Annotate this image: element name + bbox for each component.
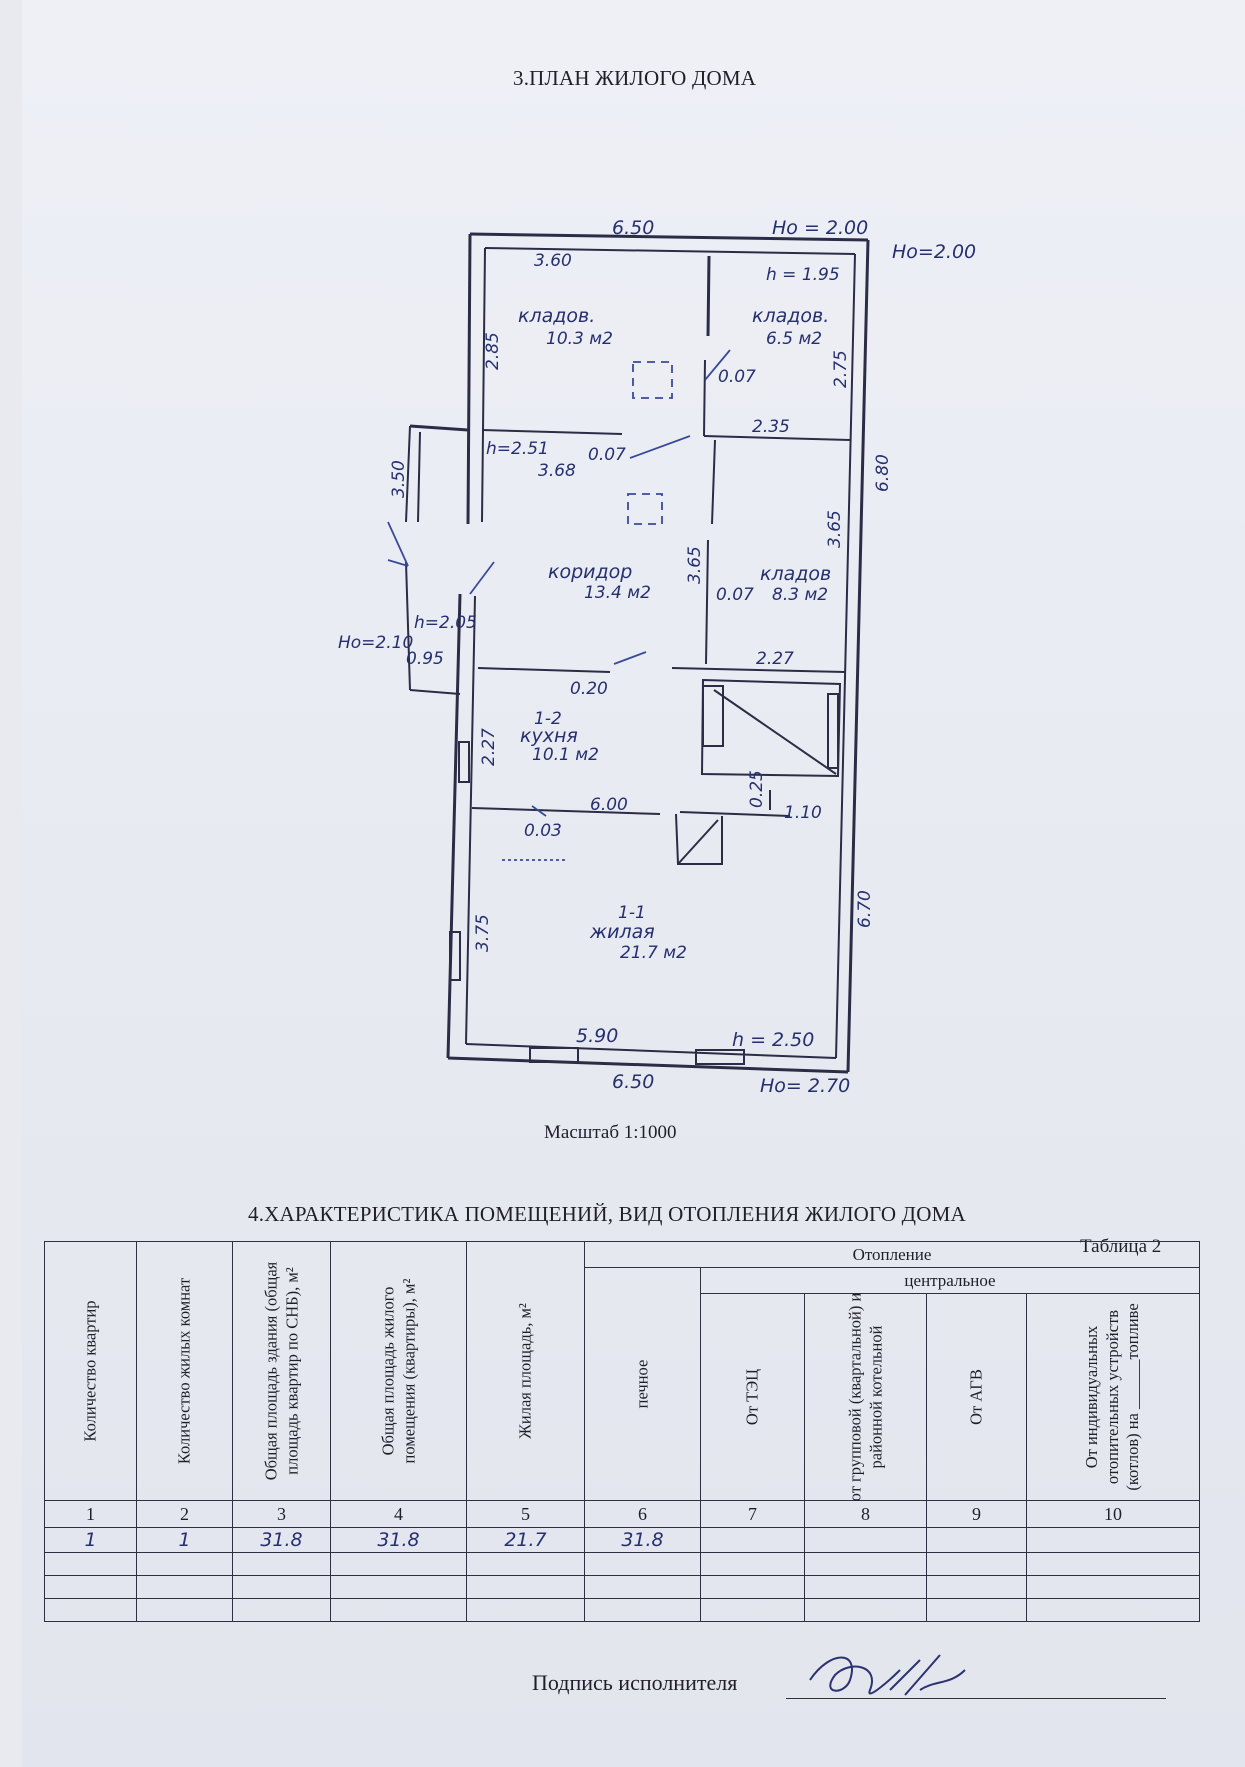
table-row <box>44 1598 1201 1622</box>
wall-thick2: 0.07 <box>588 445 626 465</box>
table-row <box>44 1552 1201 1576</box>
wall-thick5: 0.03 <box>524 821 562 841</box>
corridor-area: 13.4 м2 <box>584 583 651 603</box>
storage3-name: кладов <box>760 563 831 585</box>
col-boiler-house-header: от групповой (квартальной) и районной ко… <box>804 1293 927 1501</box>
kitchen-no: 1-2 <box>534 709 562 729</box>
wall-thick3: 0.07 <box>716 585 754 605</box>
table-row <box>44 1575 1201 1599</box>
kitchen-area: 10.1 м2 <box>532 745 599 765</box>
col-tec-header: От ТЭЦ <box>700 1293 805 1501</box>
dim-left-h1: 2.85 <box>483 332 503 370</box>
dim-right-total2: 6.70 <box>855 890 875 928</box>
signature-line <box>786 1698 1166 1699</box>
plan-dimensions: 6.50 Ho = 2.00 Ho=2.00 3.60 h = 1.95 2.8… <box>338 217 976 1097</box>
dim-368: 3.68 <box>538 461 576 481</box>
dim-room-top: 3.60 <box>534 251 572 271</box>
storage2-name: кладов. <box>752 305 829 327</box>
storage1-name: кладов. <box>518 305 595 327</box>
storage3-area: 8.3 м2 <box>772 585 828 605</box>
col-apartments-header: Количество квартир <box>44 1241 137 1501</box>
dim-right-h2: 3.65 <box>825 510 845 548</box>
ho-left: Ho=2.10 <box>338 633 413 653</box>
dim-vest-w: 0.95 <box>406 649 444 669</box>
ho-right: Ho=2.00 <box>892 241 976 263</box>
dim-227: 2.27 <box>756 649 794 669</box>
col-individual-header: От индивидуальных отопительных устройств… <box>1025 1293 1201 1501</box>
dim-kitchen-h: 2.27 <box>479 728 499 766</box>
dim-590: 5.90 <box>576 1025 618 1047</box>
h-top: h = 1.95 <box>766 265 840 285</box>
corridor-name: коридор <box>548 561 632 583</box>
signature-label: Подпись исполнителя <box>532 1670 738 1695</box>
dim-110: 1.10 <box>784 803 822 823</box>
wall-thick1: 0.07 <box>718 367 756 387</box>
plan-walls <box>405 232 870 1074</box>
col-agv-header: От АГВ <box>926 1293 1027 1501</box>
dim-235: 2.35 <box>752 417 790 437</box>
h-250: h = 2.50 <box>732 1029 814 1051</box>
table-title: 4.ХАРАКТЕРИСТИКА ПОМЕЩЕНИЙ, ВИД ОТОПЛЕНИ… <box>248 1202 966 1226</box>
characteristics-table: Количество квартир Количество жилых комн… <box>44 1241 1201 1622</box>
living-no: 1-1 <box>618 903 646 923</box>
col-living-area-header: Жилая площадь, м² <box>466 1241 585 1501</box>
storage2-area: 6.5 м2 <box>766 329 822 349</box>
central-header: центральное <box>699 1267 1201 1294</box>
kitchen-name: кухня <box>520 725 578 747</box>
plan-doors <box>387 349 731 861</box>
signature-scribble <box>809 1654 966 1696</box>
ho-bottom: Ho= 2.70 <box>760 1075 850 1097</box>
living-name: жилая <box>589 921 655 943</box>
dim-top-width: 6.50 <box>612 217 654 239</box>
dim-vest-h: 3.50 <box>389 460 409 498</box>
col-rooms-header: Количество жилых комнат <box>136 1241 233 1501</box>
dim-living-h: 3.75 <box>473 914 493 952</box>
plan-scale: Масштаб 1:1000 <box>544 1122 677 1143</box>
dim-right-total: 6.80 <box>873 454 893 492</box>
wall-thick4: 0.20 <box>570 679 608 699</box>
storage1-area: 10.3 м2 <box>546 329 613 349</box>
heating-header: Отопление <box>583 1241 1201 1268</box>
dim-bottom-width: 6.50 <box>612 1071 654 1093</box>
plan-title: 3.ПЛАН ЖИЛОГО ДОМА <box>513 66 757 90</box>
col-building-area-header: Общая площадь здания (общая площадь квар… <box>232 1241 331 1501</box>
ho-top: Ho = 2.00 <box>772 217 868 239</box>
dim-right-h1: 2.75 <box>831 350 851 388</box>
floor-plan: 6.50 Ho = 2.00 Ho=2.00 3.60 h = 1.95 2.8… <box>338 217 976 1097</box>
col-apartment-area-header: Общая площадь жилого помещения (квартиры… <box>330 1241 467 1501</box>
dim-stair-h: 0.25 <box>747 770 767 808</box>
dim-600: 6.00 <box>590 795 628 815</box>
living-area: 21.7 м2 <box>620 943 687 963</box>
dim-mid-h: 3.65 <box>685 546 705 584</box>
h-251: h=2.51 <box>486 439 549 459</box>
h-205: h=2.05 <box>414 613 477 633</box>
col-stove-header: печное <box>584 1267 701 1501</box>
